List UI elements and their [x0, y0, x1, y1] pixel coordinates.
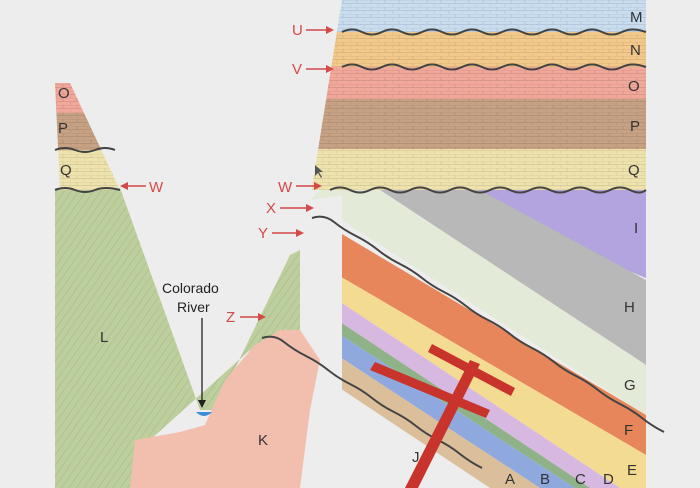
label-b: B	[540, 471, 550, 488]
svg-text:W: W	[278, 179, 293, 196]
arrow-w-left: W	[120, 179, 164, 196]
label-left-q: Q	[60, 162, 72, 179]
unit-g	[310, 190, 646, 415]
unit-c	[310, 282, 590, 488]
unit-f	[310, 215, 646, 455]
unit-k	[130, 330, 320, 488]
label-e: E	[627, 462, 637, 479]
arrow-y: Y	[258, 225, 304, 242]
arrow-x: X	[266, 200, 314, 217]
arrow-z: Z	[226, 309, 266, 326]
layer-labels-right: M N O P Q I H G F E D C B A	[505, 9, 643, 488]
label-m: M	[630, 9, 643, 26]
svg-text:Z: Z	[226, 309, 235, 326]
label-n: N	[630, 42, 641, 59]
svg-text:V: V	[292, 61, 302, 78]
label-g: G	[624, 377, 636, 394]
label-left-p: P	[58, 120, 68, 137]
cursor-icon	[315, 165, 323, 178]
arrow-labels: U V W X Y Z	[120, 22, 334, 326]
label-c: C	[575, 471, 586, 488]
arrow-v: V	[292, 61, 334, 78]
svg-text:W: W	[149, 179, 164, 196]
label-p: P	[630, 118, 640, 135]
arrow-w-right: W	[278, 179, 322, 196]
label-l: L	[100, 329, 108, 346]
unit-d	[310, 265, 620, 488]
river-label-line2: River	[177, 299, 210, 315]
label-f: F	[624, 422, 633, 439]
label-j: J	[412, 449, 420, 466]
label-i: I	[634, 220, 638, 237]
label-d: D	[603, 471, 614, 488]
label-k: K	[258, 432, 268, 449]
label-q: Q	[628, 162, 640, 179]
arrow-u: U	[292, 22, 334, 39]
unit-j	[370, 344, 515, 488]
layer-labels-left: O P Q	[58, 85, 72, 179]
colorado-river	[196, 412, 212, 416]
river-label-line1: Colorado	[162, 280, 219, 296]
svg-text:U: U	[292, 22, 303, 39]
svg-text:Y: Y	[258, 225, 268, 242]
label-h: H	[624, 299, 635, 316]
label-a: A	[505, 471, 515, 488]
unit-i	[340, 190, 646, 278]
label-left-o: O	[58, 85, 70, 102]
label-o: O	[628, 78, 640, 95]
svg-text:X: X	[266, 200, 276, 217]
